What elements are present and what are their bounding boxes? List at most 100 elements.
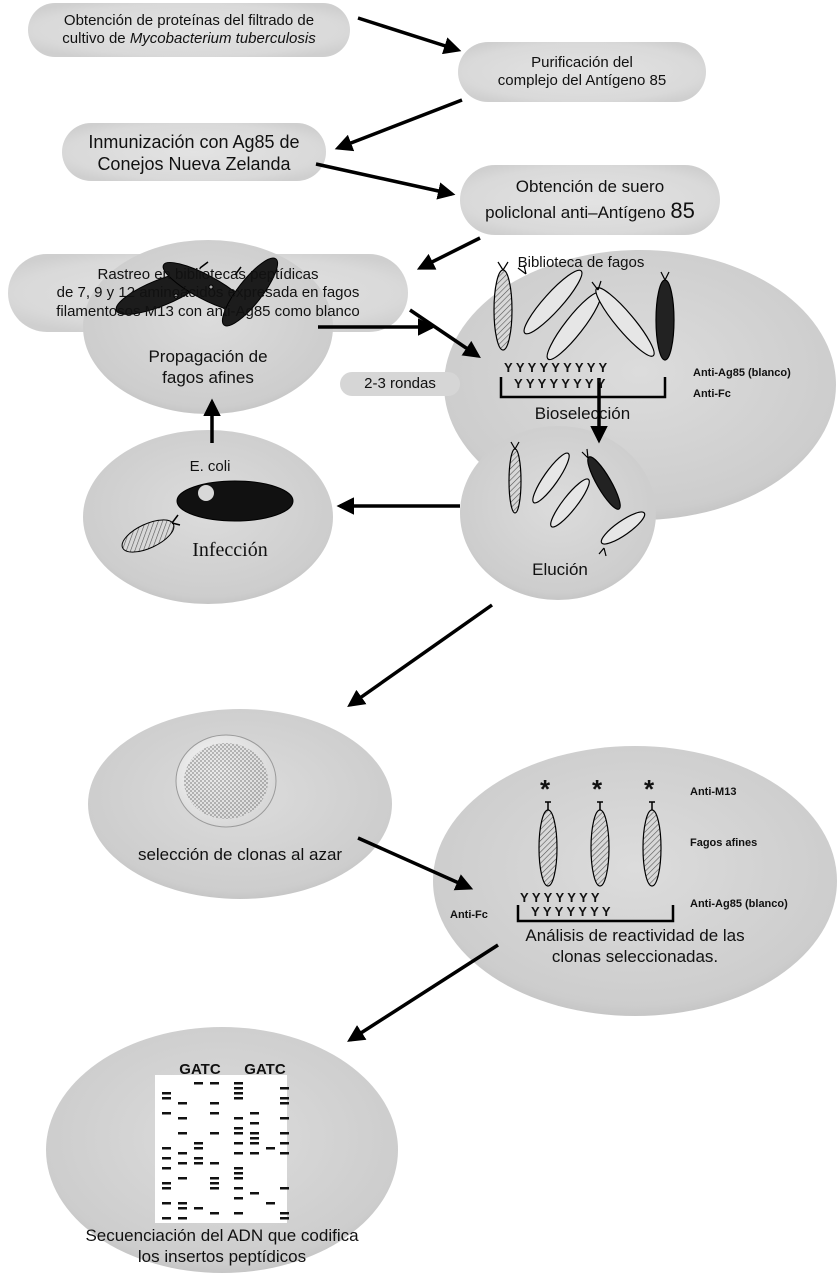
rondas-label: 2-3 rondas — [340, 372, 460, 396]
propagacion-line2: fagos afines — [98, 368, 318, 389]
gel-band — [162, 1157, 171, 1160]
biblioteca-title: Biblioteca de fagos — [486, 254, 676, 272]
seleccion-caption: selección de clonas al azar — [100, 845, 380, 866]
gel-band — [194, 1207, 203, 1210]
step-purificacion-line1: Purificación del — [458, 54, 706, 72]
gel-band — [162, 1167, 171, 1170]
propagacion-line1: Propagación de — [98, 347, 318, 368]
gel-band — [234, 1097, 243, 1100]
svg-text:*: * — [644, 774, 655, 804]
arrow-3 — [316, 164, 452, 194]
step-inmunizacion-text: Inmunización con Ag85 de Conejos Nueva Z… — [62, 132, 326, 176]
svg-text:*: * — [592, 774, 603, 804]
biblioteca-label-antiag85: Anti-Ag85 (blanco) — [693, 367, 791, 379]
gel-band — [162, 1092, 171, 1095]
gel-band — [280, 1087, 289, 1090]
gel-band — [194, 1157, 203, 1160]
gel-band — [234, 1092, 243, 1095]
step-rastreo-line1: Rastreo en bibliotecas peptídicas — [8, 266, 408, 284]
gel-band — [210, 1112, 219, 1115]
gel-band — [210, 1212, 219, 1215]
gel-band — [210, 1082, 219, 1085]
step-obtencion-text: Obtención de proteínas del filtrado de c… — [28, 12, 350, 49]
gel-band — [234, 1187, 243, 1190]
gel-band — [194, 1162, 203, 1165]
svg-text:*: * — [540, 774, 551, 804]
gel-band — [250, 1122, 259, 1125]
organism-name: Mycobacterium tuberculosis — [130, 30, 316, 47]
step-obtencion-line2-prefix: cultivo de — [62, 30, 130, 47]
gel-band — [280, 1132, 289, 1135]
gel-band — [210, 1182, 219, 1185]
svg-text:Y Y Y Y Y Y Y: Y Y Y Y Y Y Y — [520, 890, 600, 905]
gel-band — [210, 1187, 219, 1190]
gel-band — [280, 1102, 289, 1105]
gel-band — [194, 1082, 203, 1085]
petri-dish-illustration — [176, 735, 276, 827]
step-suero-line2-number: 85 — [670, 198, 694, 223]
gel-band — [266, 1147, 275, 1150]
analisis-label-fagos: Fagos afines — [690, 837, 757, 849]
biblioteca-label-antifc: Anti-Fc — [693, 388, 731, 400]
gel-band — [234, 1172, 243, 1175]
gel-band — [266, 1202, 275, 1205]
step-suero-line2-prefix: policlonal anti–Antígeno — [485, 203, 670, 222]
gel-band — [280, 1152, 289, 1155]
step-rastreo-text: Rastreo en bibliotecas peptídicas de 7, … — [8, 266, 408, 321]
svg-text:Y Y Y Y Y Y Y: Y Y Y Y Y Y Y — [531, 904, 611, 919]
gel-band — [250, 1112, 259, 1115]
analisis-label-antiag85: Anti-Ag85 (blanco) — [690, 898, 788, 910]
gel-band — [234, 1087, 243, 1090]
gel-band — [210, 1102, 219, 1105]
gel-band — [162, 1202, 171, 1205]
gel-band — [280, 1187, 289, 1190]
gel-band — [250, 1132, 259, 1135]
elucion-caption: Elución — [500, 560, 620, 581]
arrow-10 — [350, 605, 492, 705]
step-inmunizacion-line2: Conejos Nueva Zelanda — [62, 154, 326, 176]
gel-band — [280, 1217, 289, 1220]
analisis-label-antifc: Anti-Fc — [450, 909, 488, 921]
gel-band — [178, 1117, 187, 1120]
gel-band — [178, 1217, 187, 1220]
secuenciacion-line2: los insertos peptídicos — [46, 1247, 398, 1268]
gel-band — [234, 1132, 243, 1135]
gel-band — [162, 1147, 171, 1150]
gel-band — [234, 1152, 243, 1155]
gel-band — [250, 1142, 259, 1145]
arrow-4 — [420, 238, 480, 268]
gel-band — [234, 1117, 243, 1120]
library-antibody-glyphs: Y Y Y Y Y Y Y Y Y Y Y Y Y Y Y Y Y — [504, 360, 608, 391]
gel-band — [178, 1152, 187, 1155]
step-inmunizacion-line1: Inmunización con Ag85 de — [62, 132, 326, 154]
arrow-2 — [338, 100, 462, 148]
gel-band — [162, 1097, 171, 1100]
gel-band — [234, 1212, 243, 1215]
step-purificacion-text: Purificación del complejo del Antígeno 8… — [458, 54, 706, 91]
gel-band — [210, 1177, 219, 1180]
gatc-label-1: GATC — [170, 1061, 230, 1079]
gel-band — [250, 1192, 259, 1195]
gel-band — [234, 1082, 243, 1085]
ellipse-analisis — [433, 746, 837, 1016]
gel-band — [178, 1132, 187, 1135]
ecoli-title: E. coli — [150, 458, 270, 476]
gel-band — [178, 1202, 187, 1205]
arrow-12 — [350, 945, 498, 1040]
analisis-line1: Análisis de reactividad de las — [495, 926, 775, 947]
analisis-label-antim13: Anti-M13 — [690, 786, 736, 798]
step-obtencion-line1: Obtención de proteínas del filtrado de — [28, 12, 350, 30]
secuenciacion-line1: Secuenciación del ADN que codifica — [46, 1226, 398, 1247]
step-suero-line1: Obtención de suero — [460, 177, 720, 198]
arrow-1 — [358, 18, 458, 50]
gel-band — [178, 1207, 187, 1210]
svg-text:Y Y Y Y Y Y Y Y: Y Y Y Y Y Y Y Y — [514, 376, 606, 391]
gel-band — [234, 1177, 243, 1180]
gel-band — [234, 1167, 243, 1170]
secuenciacion-caption: Secuenciación del ADN que codifica los i… — [46, 1226, 398, 1267]
gel-band — [178, 1102, 187, 1105]
step-suero-line2: policlonal anti–Antígeno 85 — [460, 198, 720, 225]
gel-band — [194, 1147, 203, 1150]
gel-band — [162, 1217, 171, 1220]
gel-band — [178, 1162, 187, 1165]
